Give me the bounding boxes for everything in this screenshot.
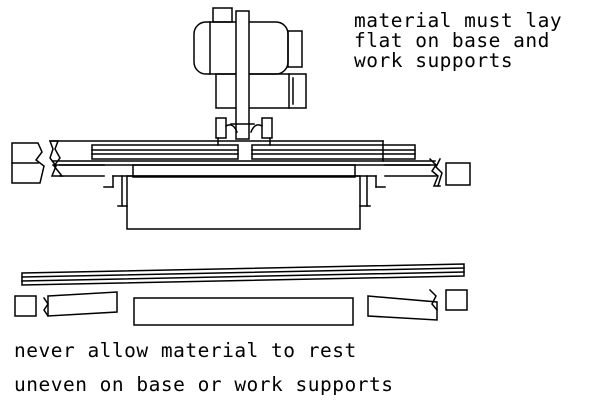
uneven-setup-illustration — [15, 264, 467, 325]
saw-arm-icon — [231, 11, 254, 139]
correct-note-line-1: material must lay — [354, 9, 563, 32]
correct-usage-note: material must lay flat on base and work … — [354, 11, 562, 71]
work-support-left — [12, 141, 104, 183]
correct-note-line-3: work supports — [354, 49, 514, 72]
warning-note-line-1: never allow material to rest — [14, 339, 357, 362]
saw-motor-icon — [194, 8, 306, 108]
workpiece-uneven — [22, 264, 464, 285]
correct-note-line-2: flat on base and — [354, 29, 550, 52]
uneven-support-right — [368, 290, 467, 320]
miter-saw-illustration — [12, 8, 470, 229]
uneven-support-left — [15, 292, 117, 316]
warning-note-line-2: uneven on base or work supports — [14, 373, 394, 396]
workpiece-flat — [92, 145, 415, 159]
work-support-right — [385, 159, 470, 186]
saw-base-icon — [104, 165, 385, 229]
uneven-base — [134, 298, 353, 325]
